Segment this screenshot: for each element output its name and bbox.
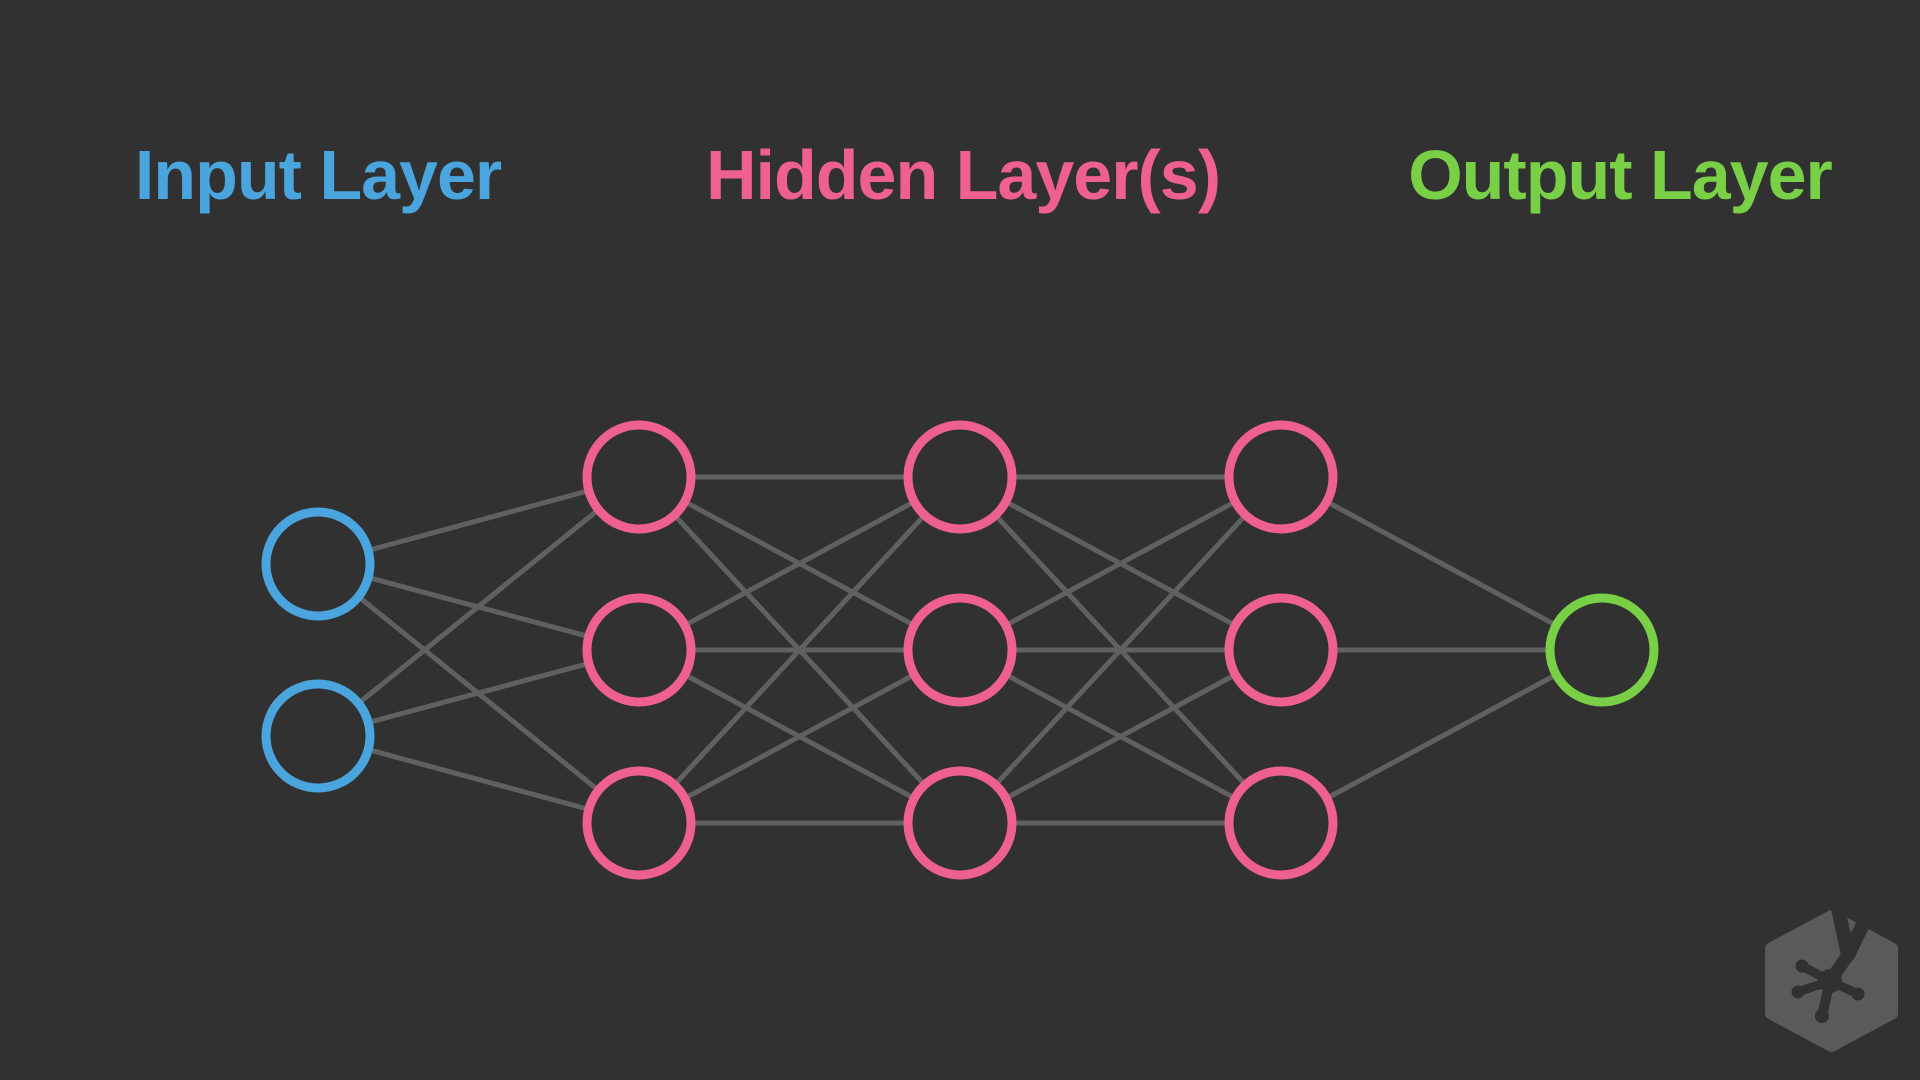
edge-line [316,475,641,738]
hidden-node-1 [1224,420,1338,534]
edge-line [637,647,962,826]
hidden-layer-label: Hidden Layer(s) [706,136,1221,214]
hidden-node-2 [582,593,696,707]
edge-line [958,647,1283,826]
hidden-node-1 [903,420,1017,534]
input-node-2 [261,679,375,793]
hidden-node-2 [903,593,1017,707]
hidden-node-2 [1224,593,1338,707]
input-node-1 [261,507,375,621]
hidden-node-3 [582,766,696,880]
hidden-node-3 [903,766,1017,880]
edge-line [1279,647,1604,826]
edge-line [1279,474,1604,653]
edge-line [958,475,1283,825]
hexagon-claw-logo-icon [1765,908,1898,1052]
hidden-node-1 [582,420,696,534]
edge-line [958,474,1283,653]
output-node-1 [1545,593,1659,707]
input-layer-label: Input Layer [134,136,502,214]
edge-line [637,474,962,653]
edge-line [637,475,962,825]
hidden-node-3 [1224,766,1338,880]
output-layer-label: Output Layer [1408,136,1833,214]
